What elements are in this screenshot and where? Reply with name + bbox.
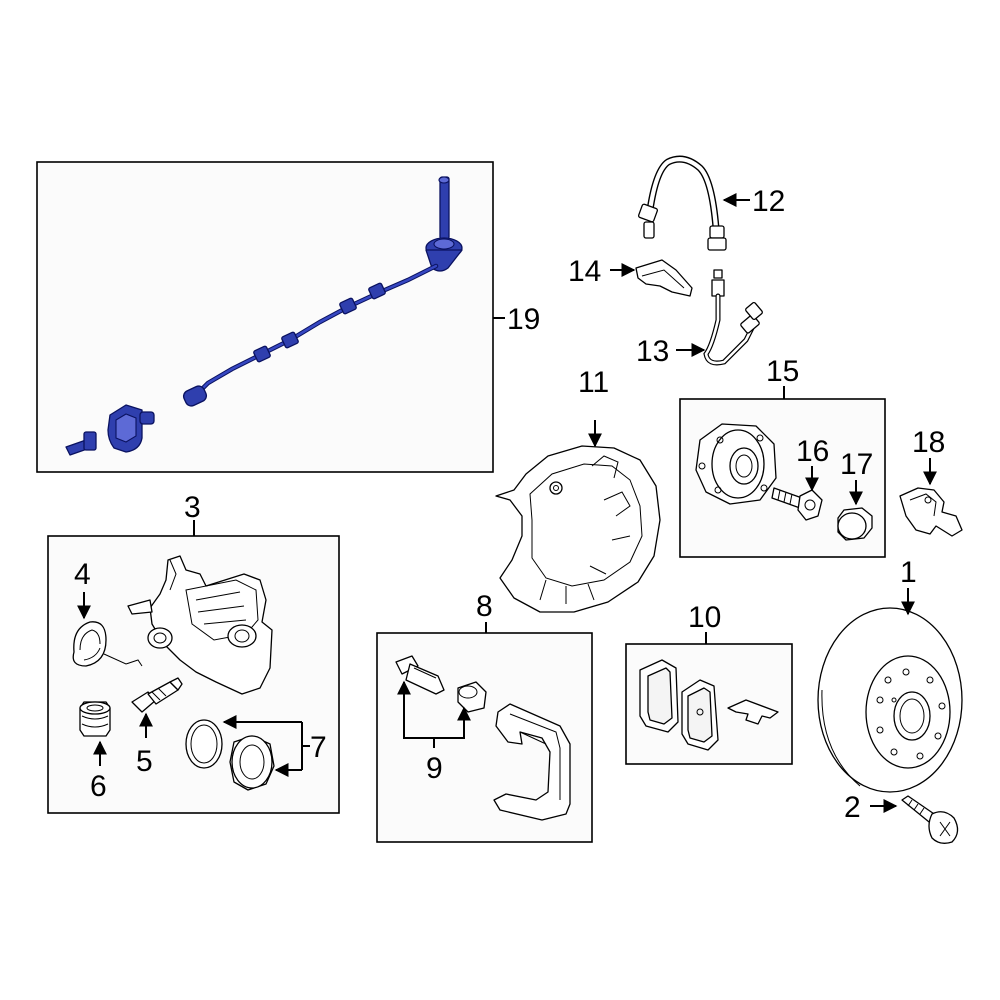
spring-4[interactable]	[72, 621, 143, 667]
guide-pin-bolt-9[interactable]	[395, 655, 445, 695]
anti-rattle-clip[interactable]	[727, 699, 779, 725]
callout-label-3: 3	[184, 491, 201, 524]
brake-pad-outer[interactable]	[681, 679, 719, 751]
piston-7[interactable]	[229, 735, 275, 791]
callout-label-10: 10	[688, 601, 721, 634]
callout-14: 14	[568, 255, 636, 288]
callout-13: 13	[636, 335, 706, 368]
callout-label-16: 16	[796, 435, 829, 468]
callout-label-18: 18	[912, 426, 945, 459]
callout-19: 19	[493, 303, 540, 336]
callout-5: 5	[136, 712, 153, 778]
callout-4: 4	[74, 558, 91, 620]
callout-1: 1	[900, 556, 917, 616]
callout-8: 8	[476, 590, 493, 633]
callout-17: 17	[840, 448, 873, 506]
wheel-hub-15[interactable]	[695, 423, 777, 505]
callout-2: 2	[844, 791, 898, 824]
group-box-19	[36, 161, 494, 473]
callout-11: 11	[578, 366, 609, 448]
bleeder-5[interactable]	[131, 677, 183, 713]
callout-label-11: 11	[578, 366, 609, 399]
brake-line-13[interactable]	[703, 269, 763, 366]
abs-sensor-highlighted[interactable]	[65, 176, 463, 456]
brake-rotor-1[interactable]	[817, 607, 963, 793]
callout-label-12: 12	[752, 185, 785, 218]
callout-label-5: 5	[136, 745, 153, 778]
brake-hose-12[interactable]	[638, 155, 727, 251]
callout-3: 3	[184, 491, 201, 536]
piston-seal-7[interactable]	[185, 719, 223, 769]
callout-label-15: 15	[766, 355, 799, 388]
callout-label-7: 7	[310, 731, 327, 764]
callout-10: 10	[688, 601, 721, 644]
callout-15: 15	[766, 355, 799, 399]
callout-18: 18	[912, 426, 945, 486]
callout-9: 9	[397, 680, 471, 785]
hose-clip-14[interactable]	[635, 259, 693, 297]
dust-cap-17[interactable]	[837, 507, 873, 541]
rotor-screw-2[interactable]	[901, 795, 959, 844]
callout-label-4: 4	[74, 558, 91, 591]
sensor-18[interactable]	[899, 487, 963, 537]
brake-pad-inner[interactable]	[639, 659, 679, 733]
callout-label-19: 19	[507, 303, 540, 336]
callout-label-9: 9	[426, 752, 443, 785]
guide-pin-boot-9[interactable]	[457, 681, 487, 713]
callout-12: 12	[722, 185, 785, 218]
callout-label-13: 13	[636, 335, 669, 368]
callout-7: 7	[222, 715, 327, 777]
boot-6[interactable]	[79, 701, 111, 737]
caliper-bracket[interactable]	[493, 703, 571, 821]
callout-label-14: 14	[568, 255, 601, 288]
callout-label-8: 8	[476, 590, 493, 623]
callout-6: 6	[90, 740, 107, 803]
callout-label-6: 6	[90, 770, 107, 803]
callout-16: 16	[796, 435, 829, 492]
callout-label-2: 2	[844, 791, 861, 824]
callout-label-17: 17	[840, 448, 873, 481]
caliper-housing[interactable]	[127, 555, 273, 695]
splash-shield-11[interactable]	[495, 445, 661, 613]
callout-label-1: 1	[900, 556, 917, 589]
